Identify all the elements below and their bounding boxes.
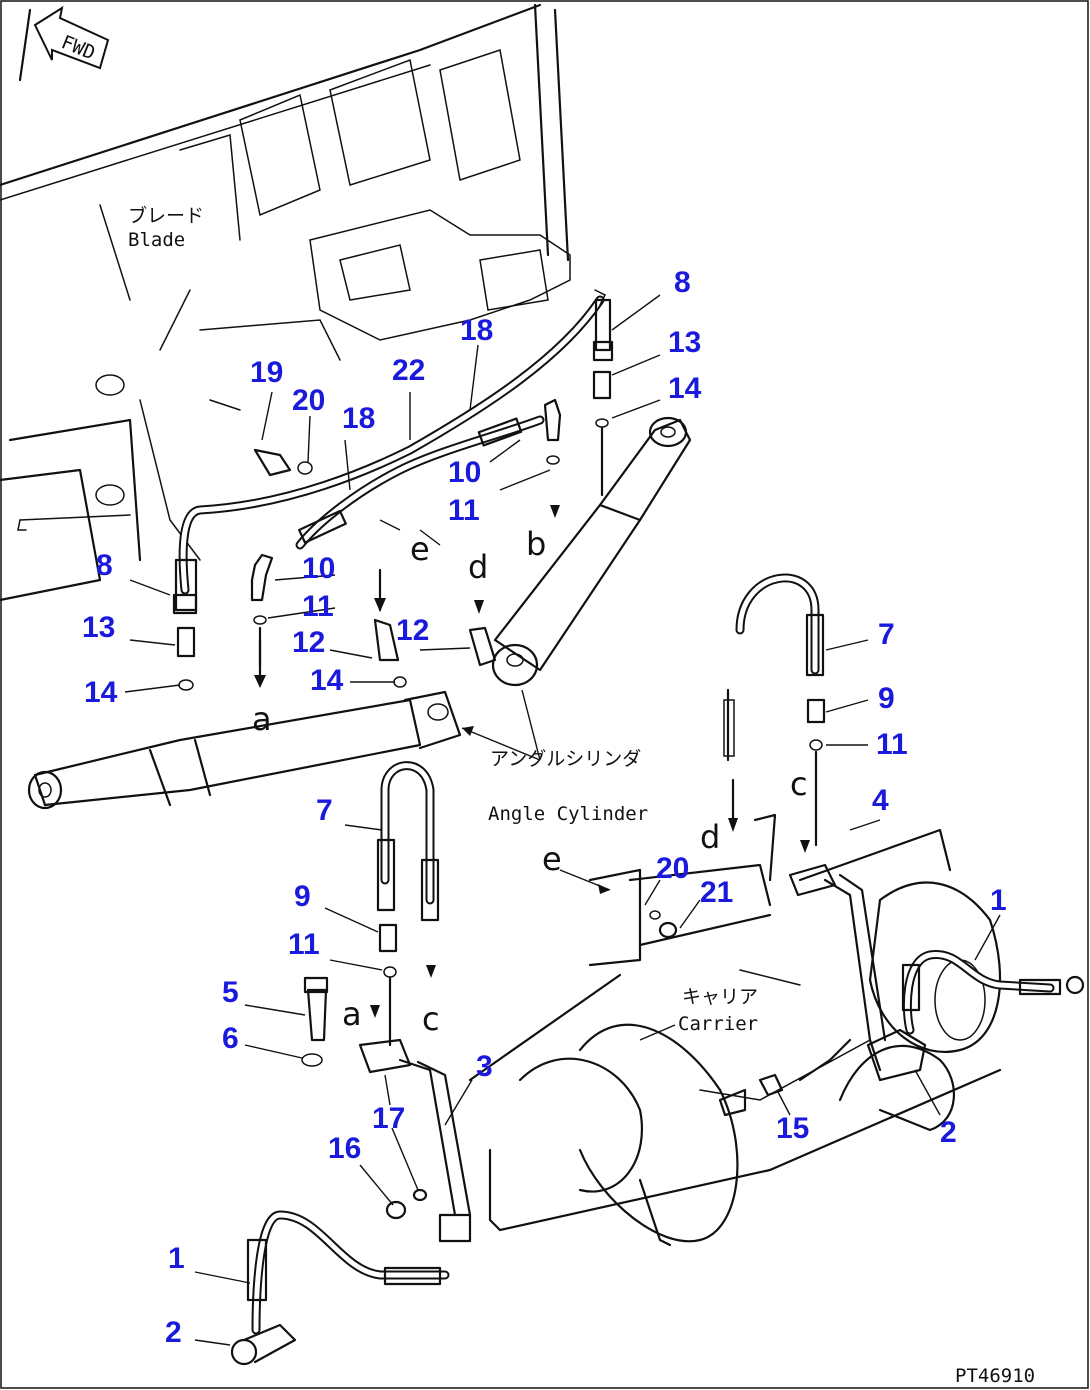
blade-structure	[0, 3, 571, 602]
callout-2-right: 2	[940, 1116, 957, 1149]
callout-18-lower: 18	[342, 402, 375, 435]
angle-cylinder-label-en: Angle Cylinder	[488, 803, 648, 825]
callout-5: 5	[222, 976, 239, 1009]
callout-12-right: 12	[396, 614, 429, 647]
callout-18-upper: 18	[460, 314, 493, 347]
left-angle-cylinder	[27, 690, 462, 810]
upper-hose-assembly	[174, 289, 612, 612]
callout-11-lower: 11	[288, 928, 320, 961]
callout-20-upper: 20	[292, 384, 325, 417]
callout-20-lower: 20	[656, 852, 689, 885]
carrier-body	[468, 813, 1002, 1247]
lower-left-tube	[230, 1210, 450, 1366]
callout-16: 16	[328, 1132, 361, 1165]
connection-letter-e-upper: e	[410, 530, 430, 568]
lower-left-piping	[301, 761, 472, 1243]
blade-label-jp: ブレード	[128, 204, 204, 227]
callout-11-mid: 11	[302, 590, 334, 623]
connection-letter-e-lower: e	[542, 840, 562, 878]
blade-label-en: Blade	[128, 229, 185, 251]
callout-21: 21	[700, 876, 733, 909]
callout-7-left: 7	[316, 794, 333, 827]
document-id: PT46910	[955, 1365, 1035, 1387]
connection-letter-c-lower: c	[422, 1000, 440, 1038]
connection-letter-c-upper: c	[790, 765, 808, 803]
callout-9-right: 9	[878, 682, 895, 715]
connection-letter-d-upper: d	[468, 548, 488, 586]
angle-cylinder-label-jp: アングルシリンダ	[490, 748, 641, 770]
left-fittings	[172, 593, 198, 691]
callout-14-right: 14	[668, 372, 702, 405]
callout-15: 15	[776, 1112, 809, 1145]
callout-numbers: 1 1 2 2 3 4 5 6 7 7 8 8 9 9 10 10 11 11 …	[82, 266, 1007, 1349]
connection-letter-a-upper: a	[252, 700, 272, 738]
callout-10-lower: 10	[302, 552, 335, 585]
callout-14-left: 14	[84, 676, 118, 709]
leader-lines	[124, 294, 1001, 1346]
connection-letter-a-lower: a	[342, 995, 362, 1033]
right-fittings	[592, 340, 614, 497]
callout-7-right: 7	[878, 618, 895, 651]
callout-13-left: 13	[82, 611, 115, 644]
carrier-label-jp: キャリア	[682, 986, 758, 1008]
callout-17: 17	[372, 1102, 405, 1135]
elbow-fittings	[250, 398, 562, 688]
callout-3: 3	[476, 1050, 493, 1083]
callout-22: 22	[392, 354, 425, 387]
fwd-arrow-icon: FWD	[33, 5, 110, 70]
callout-8-right: 8	[674, 266, 691, 299]
connection-letter-b: b	[526, 525, 546, 563]
callout-2-left: 2	[165, 1316, 182, 1349]
connection-letter-d-lower: d	[700, 818, 720, 856]
callout-19: 19	[250, 356, 283, 389]
connection-arrows	[254, 505, 810, 1018]
carrier-label-en: Carrier	[678, 1013, 758, 1035]
callout-8-left: 8	[96, 549, 113, 582]
right-side-piping	[723, 573, 1085, 1097]
callout-10-upper: 10	[448, 456, 481, 489]
callout-12-left: 12	[292, 626, 325, 659]
callout-11-upper: 11	[448, 494, 480, 527]
callout-1-left: 1	[168, 1242, 185, 1275]
callout-13-right: 13	[668, 326, 701, 359]
callout-9-left: 9	[294, 880, 311, 913]
callout-6: 6	[222, 1022, 239, 1055]
callout-4: 4	[872, 784, 889, 817]
callout-1-right: 1	[990, 884, 1007, 917]
right-angle-cylinder	[491, 416, 692, 687]
callout-11-right: 11	[876, 728, 908, 761]
callout-14-mid: 14	[310, 664, 344, 697]
